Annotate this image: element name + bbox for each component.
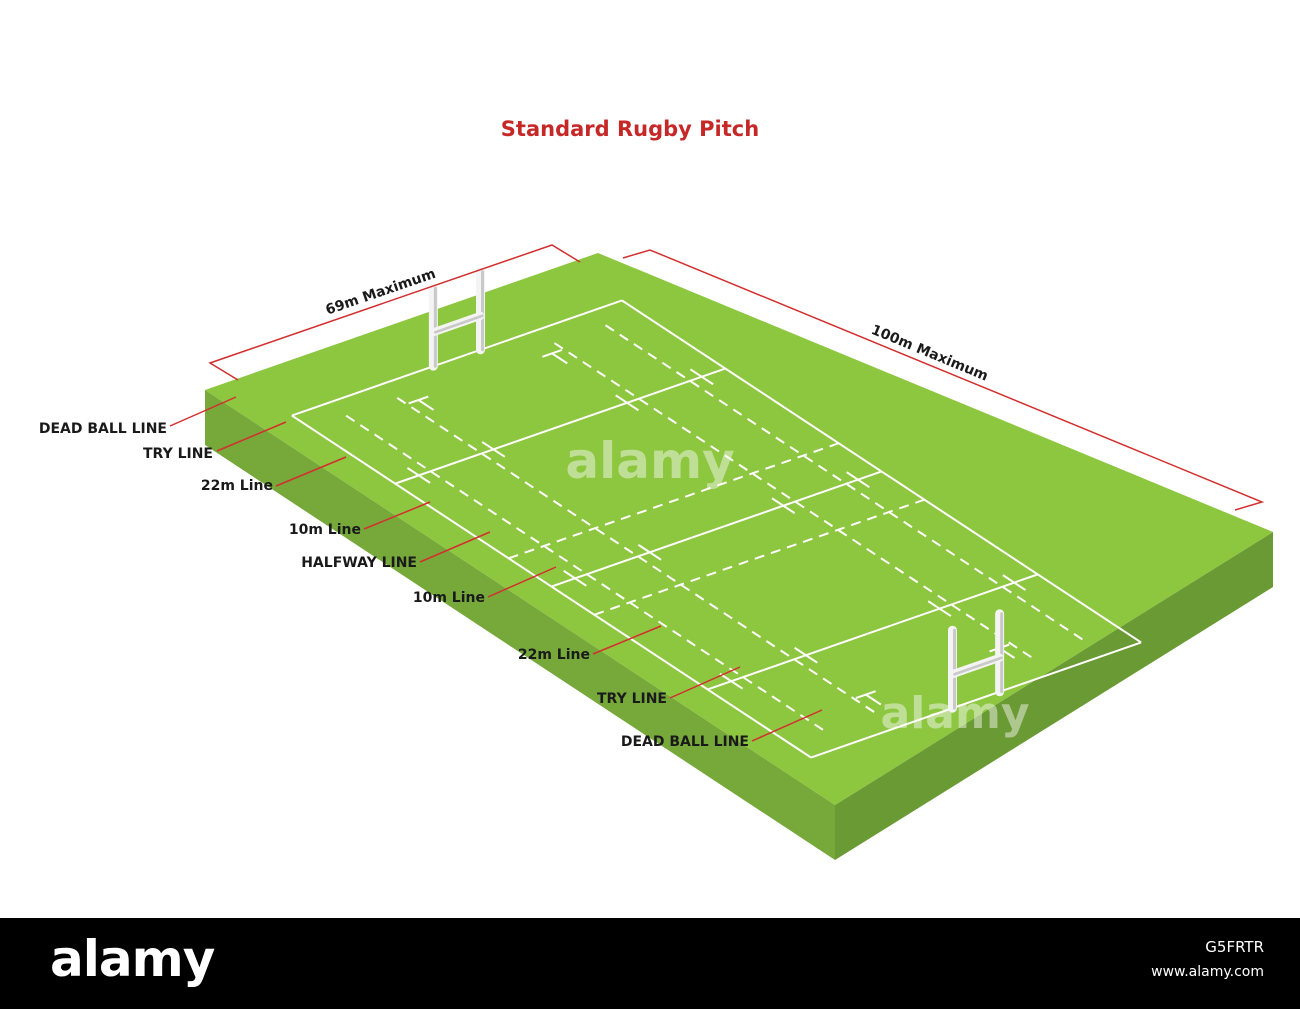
hash-mark-2-2 — [927, 600, 952, 617]
pitch — [205, 253, 1273, 860]
image-id: G5FRTR — [1205, 938, 1264, 956]
goal-posts — [428, 267, 1005, 713]
goal-area-tick-bar-2 — [541, 349, 563, 358]
hash-mark-3-0 — [689, 368, 714, 386]
twenty-two-line-2 — [707, 573, 1039, 691]
hash-mark-0-1 — [563, 570, 587, 587]
goal-post-near — [428, 267, 486, 371]
goal-area-tick-1 — [417, 399, 435, 411]
hash-mark-3-2 — [1002, 574, 1027, 591]
ten-metre-line-1 — [508, 442, 840, 560]
hash-mark-2-0 — [615, 394, 639, 412]
try-line-near-end — [291, 299, 623, 417]
ten-metre-line-2 — [593, 498, 925, 616]
pitch-markings — [291, 299, 1142, 759]
pitch-side-end — [835, 532, 1273, 860]
hash-mark-3-1 — [846, 471, 870, 488]
width-dimension-label: 69m Maximum — [324, 266, 438, 319]
goal-post-far — [947, 609, 1005, 713]
footer-logo: alamy — [50, 930, 215, 988]
halfway-line — [551, 470, 882, 588]
hash-mark-0-0 — [406, 467, 431, 484]
page-title: Standard Rugby Pitch — [501, 117, 759, 141]
dashed-long-line-3 — [553, 342, 1037, 661]
pitch-side-front — [205, 390, 835, 860]
label-try-line-2: TRY LINE — [597, 691, 667, 707]
label-22m-line-2: 22m Line — [518, 647, 590, 663]
hash-mark-0-2 — [719, 672, 744, 690]
label-dead-ball-line-2: DEAD BALL LINE — [621, 734, 749, 750]
label-dead-ball-line-1: DEAD BALL LINE — [39, 421, 167, 437]
goal-area-tick-2 — [551, 352, 568, 365]
hash-mark-1-2 — [794, 646, 818, 664]
twenty-two-line-1 — [394, 367, 726, 485]
footer-image-info: G5FRTR www.alamy.com — [1151, 938, 1264, 980]
width-dimension-line — [208, 244, 581, 381]
goal-area-tick-bar-1 — [408, 395, 429, 405]
goal-area-tick-3 — [865, 693, 882, 706]
hash-mark-2-1 — [771, 497, 796, 515]
goal-area-tick-bar-3 — [855, 690, 876, 700]
dashed-long-line-2 — [396, 397, 880, 716]
label-22m-line-1: 22m Line — [201, 478, 273, 494]
dashed-long-line-4 — [604, 324, 1088, 644]
rugby-pitch-diagram: Standard Rugby Pitch alamy alamy 69m Max… — [39, 117, 1273, 860]
touch-line-near — [291, 414, 812, 759]
footer-bar: alamy G5FRTR www.alamy.com — [0, 918, 1300, 1009]
label-try-line-1: TRY LINE — [143, 446, 213, 462]
hash-mark-1-0 — [481, 441, 506, 458]
line-callouts: DEAD BALL LINE TRY LINE 22m Line 10m Lin… — [39, 396, 823, 750]
site-url: www.alamy.com — [1151, 964, 1264, 980]
length-dimension-line — [622, 249, 1265, 511]
try-line-far-end — [810, 641, 1142, 759]
label-10m-line-2: 10m Line — [413, 590, 485, 606]
dashed-long-line-1 — [345, 414, 829, 734]
pitch-surface — [205, 253, 1273, 805]
watermark-center: alamy — [565, 432, 734, 490]
label-10m-line-1: 10m Line — [289, 522, 361, 538]
hash-mark-1-1 — [637, 543, 662, 561]
label-halfway-line: HALFWAY LINE — [301, 555, 417, 571]
